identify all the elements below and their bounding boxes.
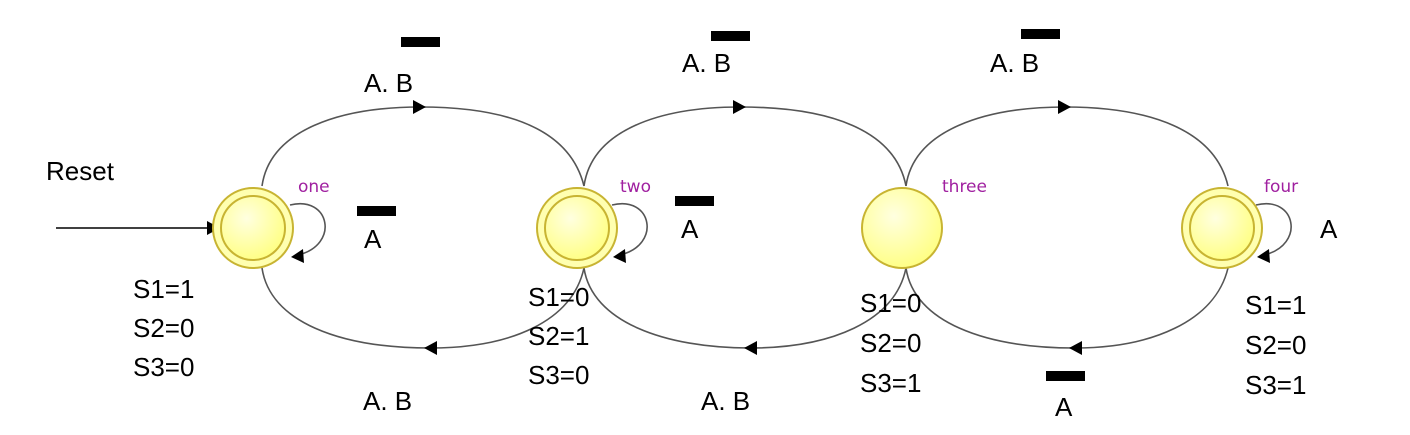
arrowhead-self-two [613,249,626,263]
transition-one-two [261,100,585,187]
state-two-name: two [620,177,651,197]
label-two-one: A. B [363,386,412,416]
output-two-s1: S1=0 [528,282,589,312]
label-two-three: A. B [682,48,731,78]
arrowhead-two-one [424,341,437,355]
output-one-s2: S2=0 [133,313,194,343]
edge-self-two [611,202,648,256]
overbar-three-four [1021,29,1060,39]
transition-two-three [583,100,907,187]
state-three: three [861,177,987,269]
state-one-name: one [298,177,330,197]
label-three-four: A. B [990,48,1039,78]
self-loop-four [1255,202,1292,263]
arrowhead-self-one [291,249,304,263]
reset-label: Reset [46,156,115,186]
label-self-one: A [364,224,382,254]
arrowhead-self-four [1257,249,1270,263]
state-four: four [1181,177,1298,269]
edge-three-two [583,267,907,349]
overbar-one-two [401,37,440,47]
state-four-inner [1189,195,1255,261]
output-two-s3: S3=0 [528,360,589,390]
transition-four-three [905,267,1229,355]
arrowhead-three-four [1058,100,1071,114]
edge-three-four [905,106,1229,187]
state-three-circle [861,187,943,269]
output-one-s1: S1=1 [133,274,194,304]
output-three-s2: S2=0 [860,328,921,358]
overbar-two-three [711,31,750,41]
transition-three-two [583,267,907,355]
output-four-s3: S3=1 [1245,370,1306,400]
edge-four-three [905,267,1229,349]
arrowhead-four-three [1069,341,1082,355]
output-one-s3: S3=0 [133,352,194,382]
overbar-self-one [357,206,396,216]
label-four-three: A [1055,392,1073,422]
arrowhead-two-three [733,100,746,114]
output-four-s2: S2=0 [1245,330,1306,360]
output-three-s3: S3=1 [860,368,921,398]
overbar-four-three [1046,371,1085,381]
label-self-four: A [1320,214,1338,244]
arrowhead-one-two [413,100,426,114]
state-two-inner [544,195,610,261]
label-self-two: A [681,214,699,244]
edge-self-four [1255,202,1292,256]
outputs-two: S1=0 S2=1 S3=0 [528,282,589,390]
transition-two-one [261,267,585,355]
output-four-s1: S1=1 [1245,290,1306,320]
transition-three-four [905,100,1229,187]
self-loop-one [289,202,326,263]
state-four-name: four [1264,177,1298,197]
edge-one-two [261,106,585,187]
edge-two-three [583,106,907,187]
state-one-inner [220,195,286,261]
edge-self-one [289,202,326,256]
outputs-one: S1=1 S2=0 S3=0 [133,274,194,382]
state-three-name: three [942,177,987,197]
arrowhead-three-two [744,341,757,355]
label-one-two: A. B [364,68,413,98]
output-two-s2: S2=1 [528,321,589,351]
state-one: one [212,177,330,269]
outputs-four: S1=1 S2=0 S3=1 [1245,290,1306,400]
output-three-s1: S1=0 [860,288,921,318]
outputs-three: S1=0 S2=0 S3=1 [860,288,921,398]
state-two: two [536,177,651,269]
label-three-two: A. B [701,386,750,416]
overbar-self-two [675,196,714,206]
self-loop-two [611,202,648,263]
